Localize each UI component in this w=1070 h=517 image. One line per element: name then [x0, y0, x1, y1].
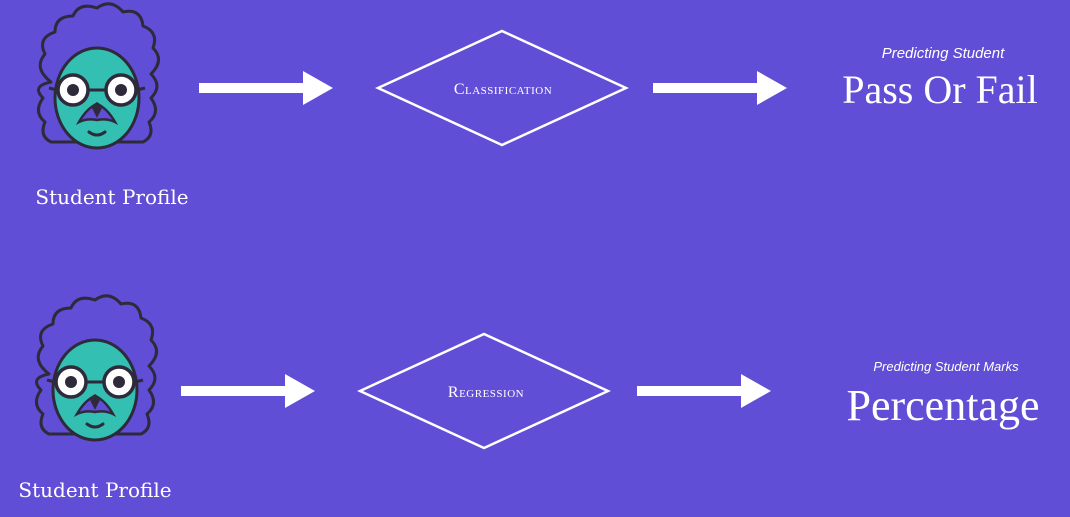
student-profile-label: Student Profile — [35, 185, 188, 209]
predicting-student-caption: Predicting Student — [882, 45, 1005, 62]
arrow-to-pass-or-fail — [653, 71, 787, 105]
percentage-label: Percentage — [847, 381, 1040, 430]
row-classification: Student Profile Classification Predictin… — [35, 2, 1038, 209]
classification-diamond — [375, 29, 629, 147]
regression-node: Regression — [357, 332, 611, 450]
regression-label: Regression — [448, 384, 524, 401]
student-face-icon — [36, 2, 161, 150]
student-profile-label: Student Profile — [18, 478, 171, 502]
arrow-to-percentage — [637, 374, 771, 408]
regression-diamond — [357, 332, 611, 450]
arrow-to-regression — [181, 374, 315, 408]
pass-or-fail-label: Pass Or Fail — [842, 67, 1038, 112]
row-regression: Student Profile Regression Predicting St… — [18, 294, 1040, 502]
classification-node: Classification — [375, 29, 629, 147]
predicting-student-marks-caption: Predicting Student Marks — [873, 359, 1019, 374]
arrow-to-classification — [199, 71, 333, 105]
classification-label: Classification — [454, 81, 552, 98]
student-face-icon — [34, 294, 159, 442]
